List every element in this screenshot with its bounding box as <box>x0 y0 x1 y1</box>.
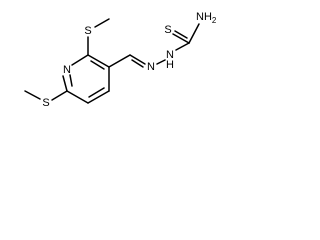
imine-linker: N <box>108 54 166 73</box>
sulfur-bottom-label: S <box>42 97 49 109</box>
bond-c2-c3 <box>87 54 110 68</box>
hydrazine-nh: N H <box>166 42 190 71</box>
amine-nh-text: NH <box>196 11 212 23</box>
sulfur-top-label: S <box>84 25 91 37</box>
bond-c3-ch <box>108 54 131 68</box>
bond-c5-c4 <box>87 90 110 104</box>
bond-ch-n-double-a <box>129 54 146 65</box>
thioamide-group: S NH2 <box>164 11 217 44</box>
bond-c6-s-bottom <box>51 90 68 101</box>
amine-label: NH2 <box>196 11 217 25</box>
imine-nitrogen-label: N <box>147 61 155 73</box>
bond-cs-double-b <box>174 30 188 39</box>
bond-n-n <box>156 59 166 65</box>
bond-ch-n-double-b <box>131 59 144 68</box>
hydrazine-nitrogen-label: N <box>166 49 174 61</box>
amine-subscript: 2 <box>212 16 217 25</box>
bond-s-top-methyl <box>94 18 110 28</box>
bond-nh-cs <box>175 42 190 51</box>
bond-c5-c4-inner <box>88 87 105 98</box>
chemical-structure-diagram: S S N N N H S NH2 <box>24 11 217 109</box>
bond-s-bottom-methyl <box>24 90 41 100</box>
methylthio-bottom: S <box>24 90 68 109</box>
hydrazine-hydrogen-label: H <box>166 59 174 71</box>
bond-c2-n1 <box>71 54 89 66</box>
bond-n1-c6-inner <box>69 74 73 87</box>
bond-c-nh2 <box>188 23 200 44</box>
pyridine-ring <box>62 54 110 104</box>
bond-n1-c6 <box>62 75 68 92</box>
bond-c2-c3-inner <box>90 60 105 70</box>
bond-c6-c5 <box>66 90 89 104</box>
thioamide-sulfur-label: S <box>164 24 171 36</box>
ring-nitrogen-label: N <box>63 64 71 76</box>
methylthio-top: S <box>84 18 110 56</box>
bond-cs-double-a <box>172 33 190 44</box>
